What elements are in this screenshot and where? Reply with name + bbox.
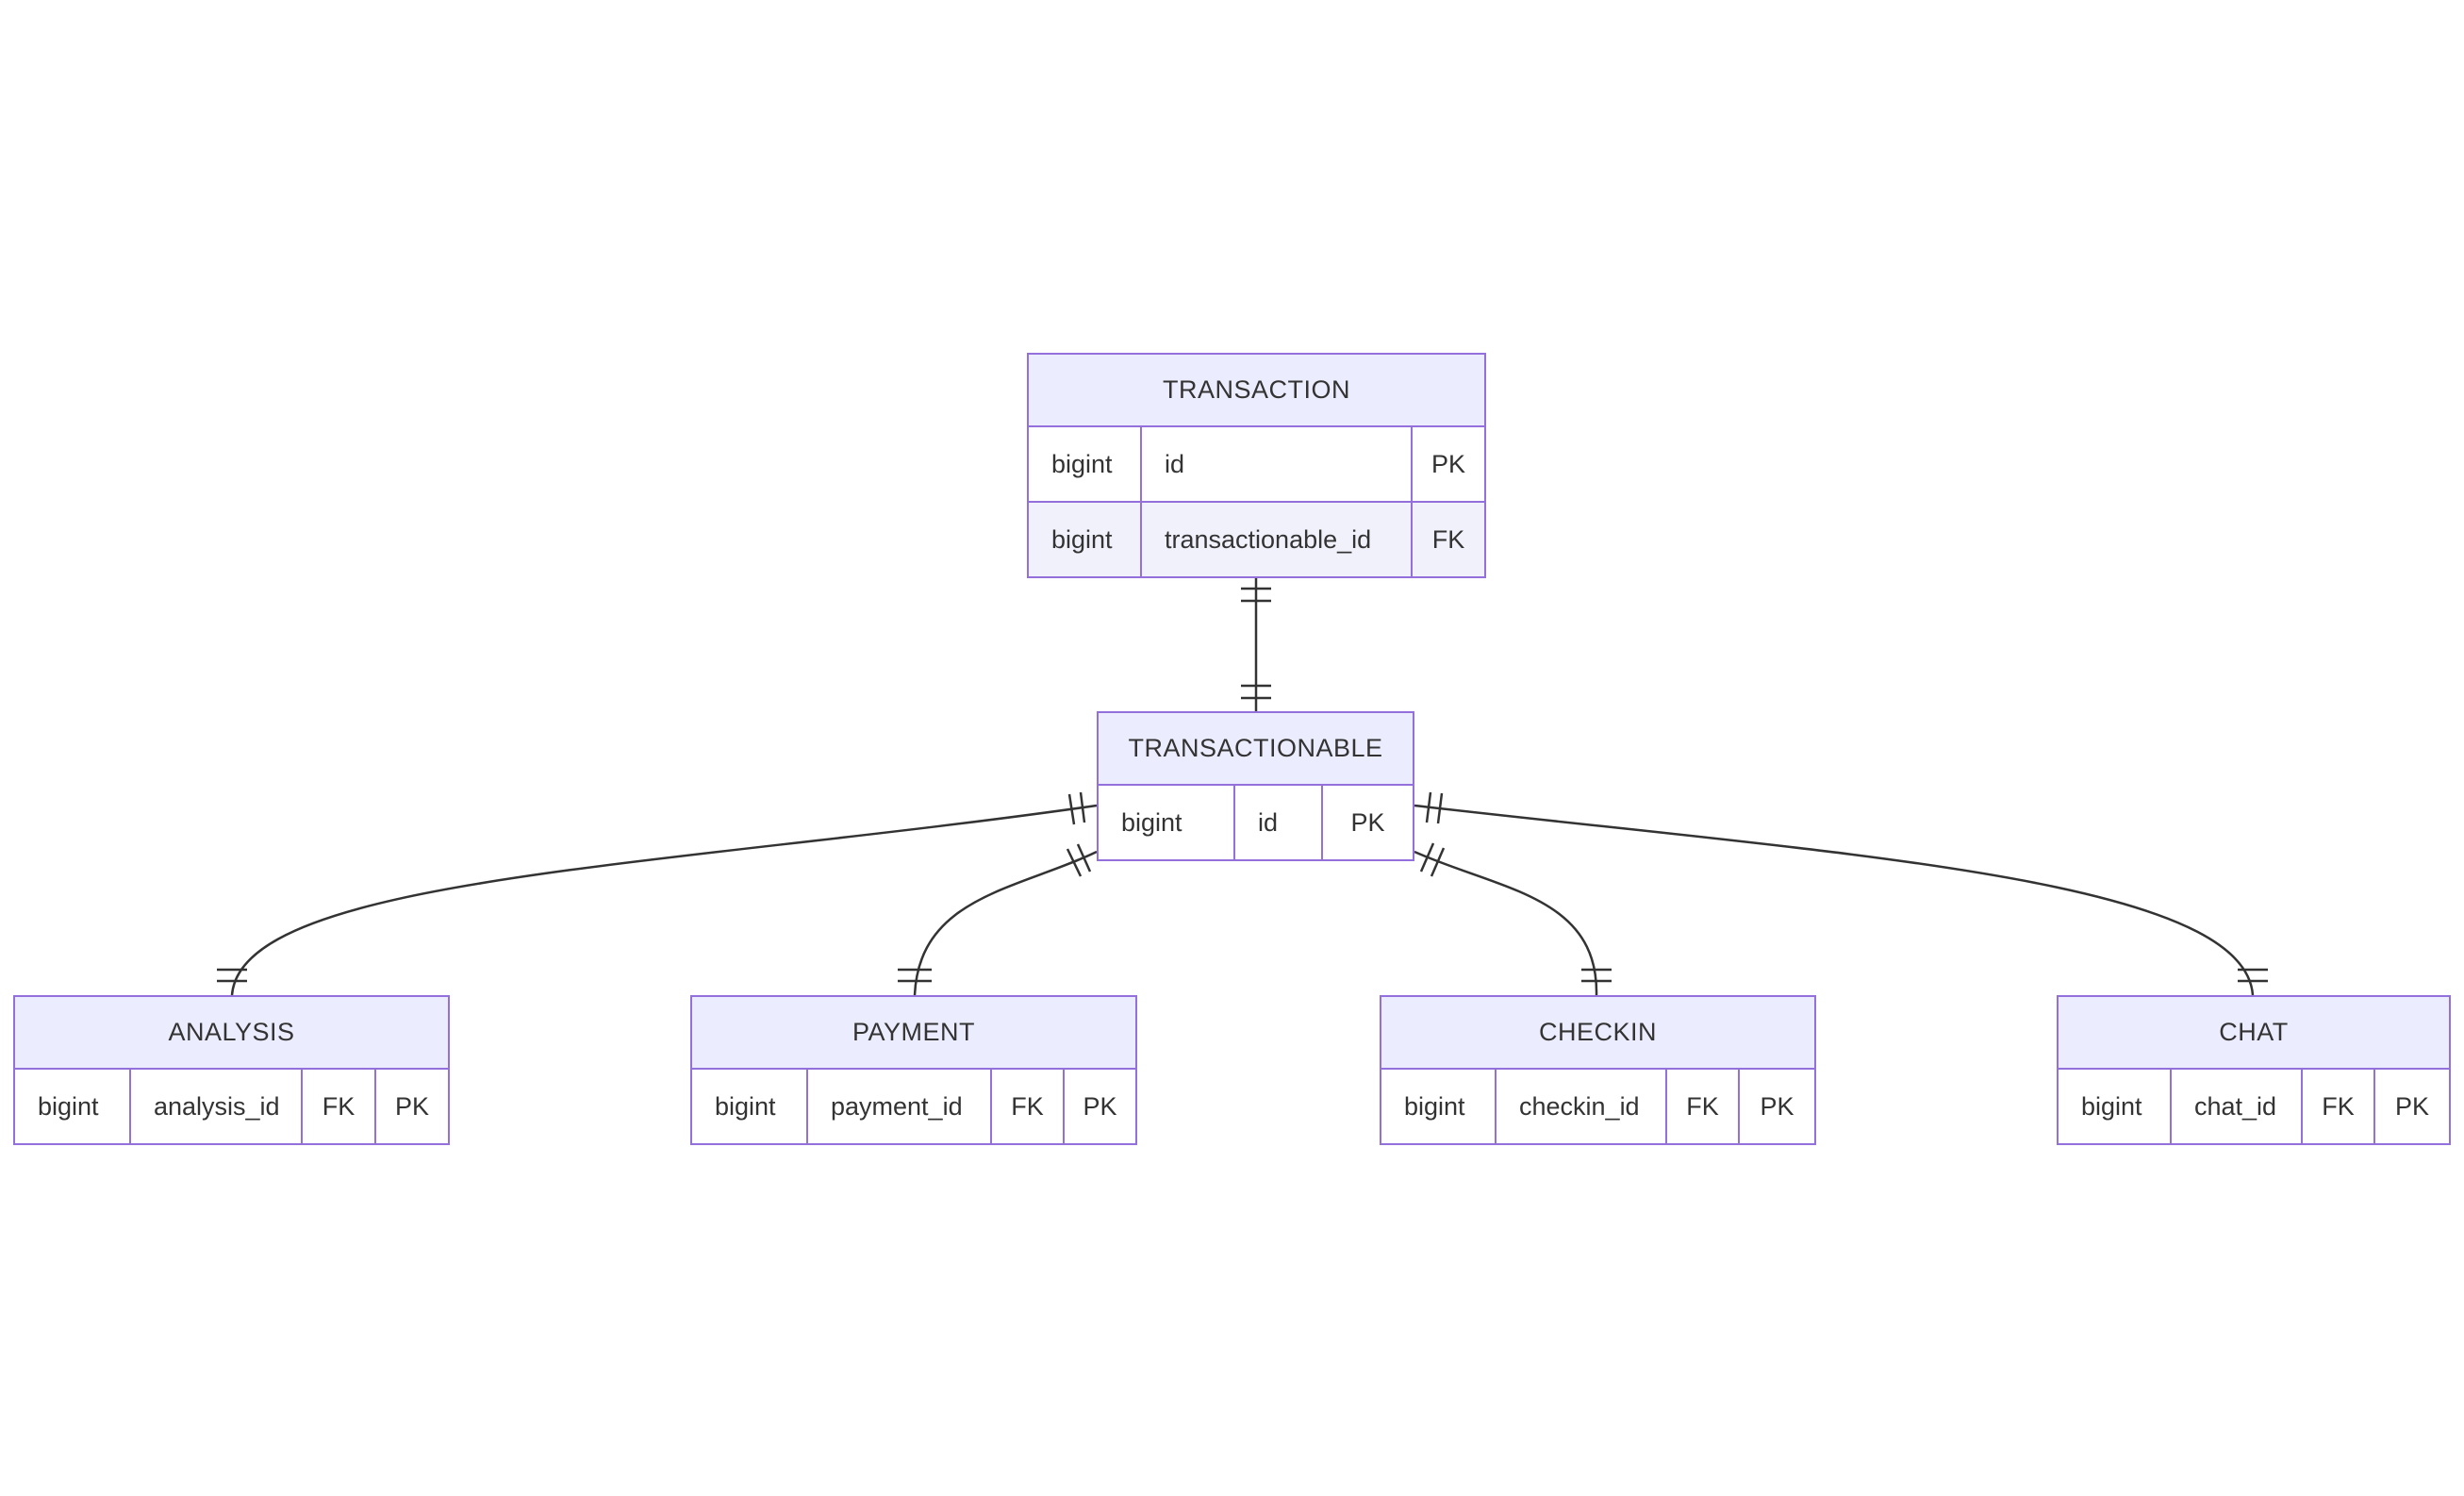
attribute-type-cell: bigint: [1051, 449, 1113, 478]
entity-title: TRANSACTION: [1029, 355, 1484, 427]
entity-chat: CHAT bigint chat_id FK PK: [2057, 995, 2451, 1145]
attribute-name-cell: payment_id: [806, 1070, 990, 1143]
attribute-key-cell: PK: [1321, 786, 1413, 859]
attribute-type-cell: bigint: [1121, 807, 1182, 837]
attribute-row: bigint chat_id FK PK: [2059, 1070, 2449, 1143]
entity-transaction: TRANSACTION bigint id PK bigint transact…: [1027, 353, 1486, 578]
cardinality-ticks-transaction-transactionable: [1241, 587, 1271, 700]
attribute-name-cell: chat_id: [2170, 1070, 2301, 1143]
attribute-type-cell: bigint: [1404, 1091, 1465, 1121]
entity-checkin: CHECKIN bigint checkin_id FK PK: [1380, 995, 1816, 1145]
cardinality-ticks-transactionable-chat: [1425, 791, 2268, 983]
entity-payment: PAYMENT bigint payment_id FK PK: [690, 995, 1137, 1145]
attribute-key-cell: FK: [1665, 1070, 1738, 1143]
attribute-name-cell: id: [1233, 786, 1321, 859]
attribute-key-cell: PK: [374, 1070, 448, 1143]
attribute-type-cell: bigint: [2081, 1091, 2142, 1121]
attribute-type-cell: bigint: [38, 1091, 99, 1121]
attribute-name-cell: transactionable_id: [1140, 503, 1411, 576]
attribute-row: bigint transactionable_id FK: [1029, 501, 1484, 576]
entity-title: CHECKIN: [1381, 997, 1814, 1070]
attribute-name-cell: id: [1140, 427, 1411, 501]
entity-transactionable: TRANSACTIONABLE bigint id PK: [1097, 711, 1414, 861]
attribute-name-cell: checkin_id: [1495, 1070, 1665, 1143]
relationship-transactionable-chat: [1414, 804, 2255, 996]
attribute-key-cell: FK: [1411, 503, 1484, 576]
cardinality-ticks-transactionable-analysis: [217, 791, 1086, 983]
entity-title: PAYMENT: [692, 997, 1135, 1070]
attribute-row: bigint id PK: [1029, 427, 1484, 501]
attribute-row: bigint analysis_id FK PK: [15, 1070, 448, 1143]
entity-title: CHAT: [2059, 997, 2449, 1070]
cardinality-ticks-transactionable-payment: [898, 843, 1092, 983]
relationship-transactionable-payment: [913, 850, 1098, 996]
attribute-type-cell: bigint: [1051, 524, 1113, 554]
attribute-row: bigint payment_id FK PK: [692, 1070, 1135, 1143]
attribute-name-cell: analysis_id: [129, 1070, 301, 1143]
attribute-key-cell: FK: [2301, 1070, 2373, 1143]
attribute-key-cell: PK: [2373, 1070, 2449, 1143]
attribute-row: bigint checkin_id FK PK: [1381, 1070, 1814, 1143]
entity-analysis: ANALYSIS bigint analysis_id FK PK: [13, 995, 450, 1145]
attribute-key-cell: FK: [990, 1070, 1063, 1143]
attribute-key-cell: PK: [1063, 1070, 1135, 1143]
attribute-key-cell: PK: [1411, 427, 1484, 501]
attribute-key-cell: PK: [1738, 1070, 1814, 1143]
entity-title: ANALYSIS: [15, 997, 448, 1070]
attribute-key-cell: FK: [301, 1070, 374, 1143]
entity-title: TRANSACTIONABLE: [1099, 713, 1413, 786]
relationship-transactionable-checkin: [1414, 850, 1598, 996]
relationship-transactionable-analysis: [230, 804, 1098, 996]
attribute-row: bigint id PK: [1099, 786, 1413, 859]
cardinality-ticks-transactionable-checkin: [1419, 842, 1612, 983]
attribute-type-cell: bigint: [715, 1091, 776, 1121]
